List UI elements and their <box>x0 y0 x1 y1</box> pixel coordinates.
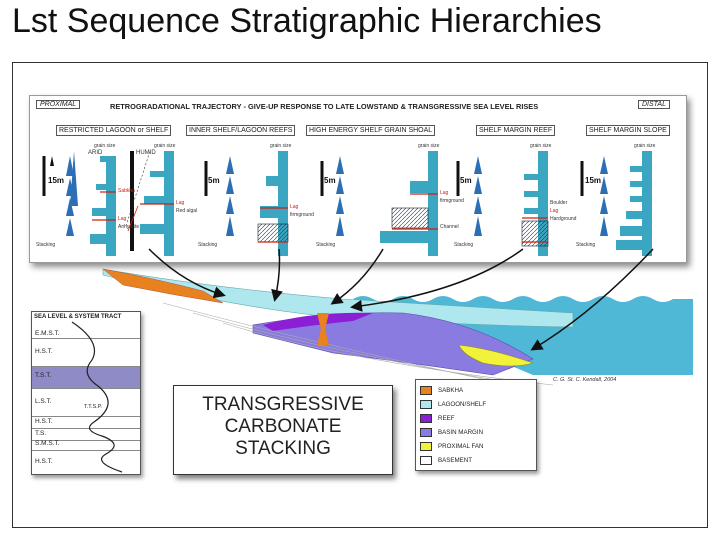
note-1b: Lag <box>118 216 127 222</box>
slide-title: Lst Sequence Stratigraphic Hierarchies <box>12 2 602 40</box>
scale-4: 5m <box>460 176 472 185</box>
legend-sabkha: SABKHA <box>420 385 463 395</box>
stacking-label-4: Stacking <box>454 242 474 248</box>
grain-size-2: grain size <box>270 143 292 149</box>
scale-3: 5m <box>324 176 336 185</box>
tract-tst: T.S.T. <box>35 372 52 379</box>
columns-graphic <box>42 150 652 256</box>
main-title-line-3: STACKING <box>235 438 331 459</box>
sea-level-curve <box>71 321 123 473</box>
stacking-label-3: Stacking <box>316 242 336 248</box>
main-title-line-2: CARBONATE <box>224 416 342 437</box>
ttsp-label: T.T.S.P. <box>84 404 103 410</box>
column-header-grain-shoal: HIGH ENERGY SHELF GRAIN SHOAL <box>306 125 436 136</box>
column-header-lagoon: RESTRICTED LAGOON or SHELF <box>56 125 172 136</box>
tract-hst-1: H.S.T. <box>35 348 53 355</box>
tract-hst-3: H.S.T. <box>35 458 53 465</box>
cross-section-graphic <box>102 248 693 386</box>
note-1e: Red algal <box>176 208 198 214</box>
scale-1: 15m <box>48 176 65 185</box>
main-title-line-1: TRANSGRESSIVE <box>202 394 364 415</box>
humid-label: HUMID <box>136 150 156 156</box>
main-title-box: TRANSGRESSIVE CARBONATE STACKING <box>173 385 393 475</box>
legend-reef: REEF <box>420 413 455 423</box>
proximal-label: PROXIMAL <box>36 100 81 109</box>
tract-lst: L.S.T. <box>35 398 52 405</box>
grain-size-4: grain size <box>530 143 552 149</box>
grain-size-1b: grain size <box>154 143 176 149</box>
note-4a: Boulder <box>550 200 568 206</box>
column-header-inner-shelf: INNER SHELF/LAGOON REEFS <box>186 125 296 136</box>
credit-text: C. G. St. C. Kendall, 2004 <box>553 377 617 383</box>
note-3a: Lag <box>440 190 449 196</box>
note-1d: Lag <box>176 200 185 206</box>
column-2 <box>204 151 289 256</box>
sea-level-panel: SEA LEVEL & SYSTEM TRACT E.M.S.T. H.S.T.… <box>31 311 141 475</box>
scale-2: 5m <box>208 176 220 185</box>
column-header-margin-reef: SHELF MARGIN REEF <box>476 125 556 136</box>
note-3c: Channel <box>440 224 459 230</box>
note-4b: Lag <box>550 208 559 214</box>
note-3b: firmground <box>440 198 464 204</box>
figure-frame: PROXIMAL DISTAL RETROGRADATIONAL TRAJECT… <box>12 62 708 528</box>
note-2b: firmground <box>290 212 314 218</box>
trajectory-banner: RETROGRADATIONAL TRAJECTORY - GIVE-UP RE… <box>110 102 539 111</box>
legend-proximal-fan: PROXIMAL FAN <box>420 441 484 451</box>
tract-emst: E.M.S.T. <box>35 330 60 337</box>
tract-hst-2: H.S.T. <box>35 418 53 425</box>
grain-size-1: grain size <box>94 143 116 149</box>
legend-basement: BASEMENT <box>420 455 472 465</box>
stacking-label-1: Stacking <box>36 242 56 248</box>
distal-label: DISTAL <box>638 100 670 109</box>
sea-level-title: SEA LEVEL & SYSTEM TRACT <box>34 314 122 320</box>
column-1 <box>42 150 174 256</box>
proximal-fan-body <box>458 344 534 367</box>
scale-5: 15m <box>585 176 602 185</box>
tst-band <box>32 366 140 388</box>
column-5 <box>580 151 652 256</box>
stacking-label-2: Stacking <box>198 242 218 248</box>
legend-basin-margin: BASIN MARGIN <box>420 427 483 437</box>
stacking-label-5: Stacking <box>576 242 596 248</box>
note-1c: Anhydrite <box>118 224 140 230</box>
sabkha-body <box>102 268 224 304</box>
column-4 <box>456 151 549 256</box>
grain-size-5: grain size <box>634 143 656 149</box>
column-3 <box>320 151 438 256</box>
grain-size-3: grain size <box>418 143 440 149</box>
note-4c: Hardground <box>550 216 577 222</box>
note-1a: Sabkha <box>118 188 135 194</box>
legend: SABKHA LAGOON/SHELF REEF BASIN MARGIN PR… <box>415 379 537 471</box>
arid-label: ARID <box>88 150 103 156</box>
facies-columns-panel: PROXIMAL DISTAL RETROGRADATIONAL TRAJECT… <box>29 95 687 263</box>
note-2a: Lag <box>290 204 299 210</box>
legend-lagoon: LAGOON/SHELF <box>420 399 486 409</box>
column-header-margin-slope: SHELF MARGIN SLOPE <box>586 125 670 136</box>
tract-ts: T.S. <box>35 430 47 437</box>
reef-body <box>263 312 373 331</box>
tract-smst: S.M.S.T. <box>35 440 60 447</box>
